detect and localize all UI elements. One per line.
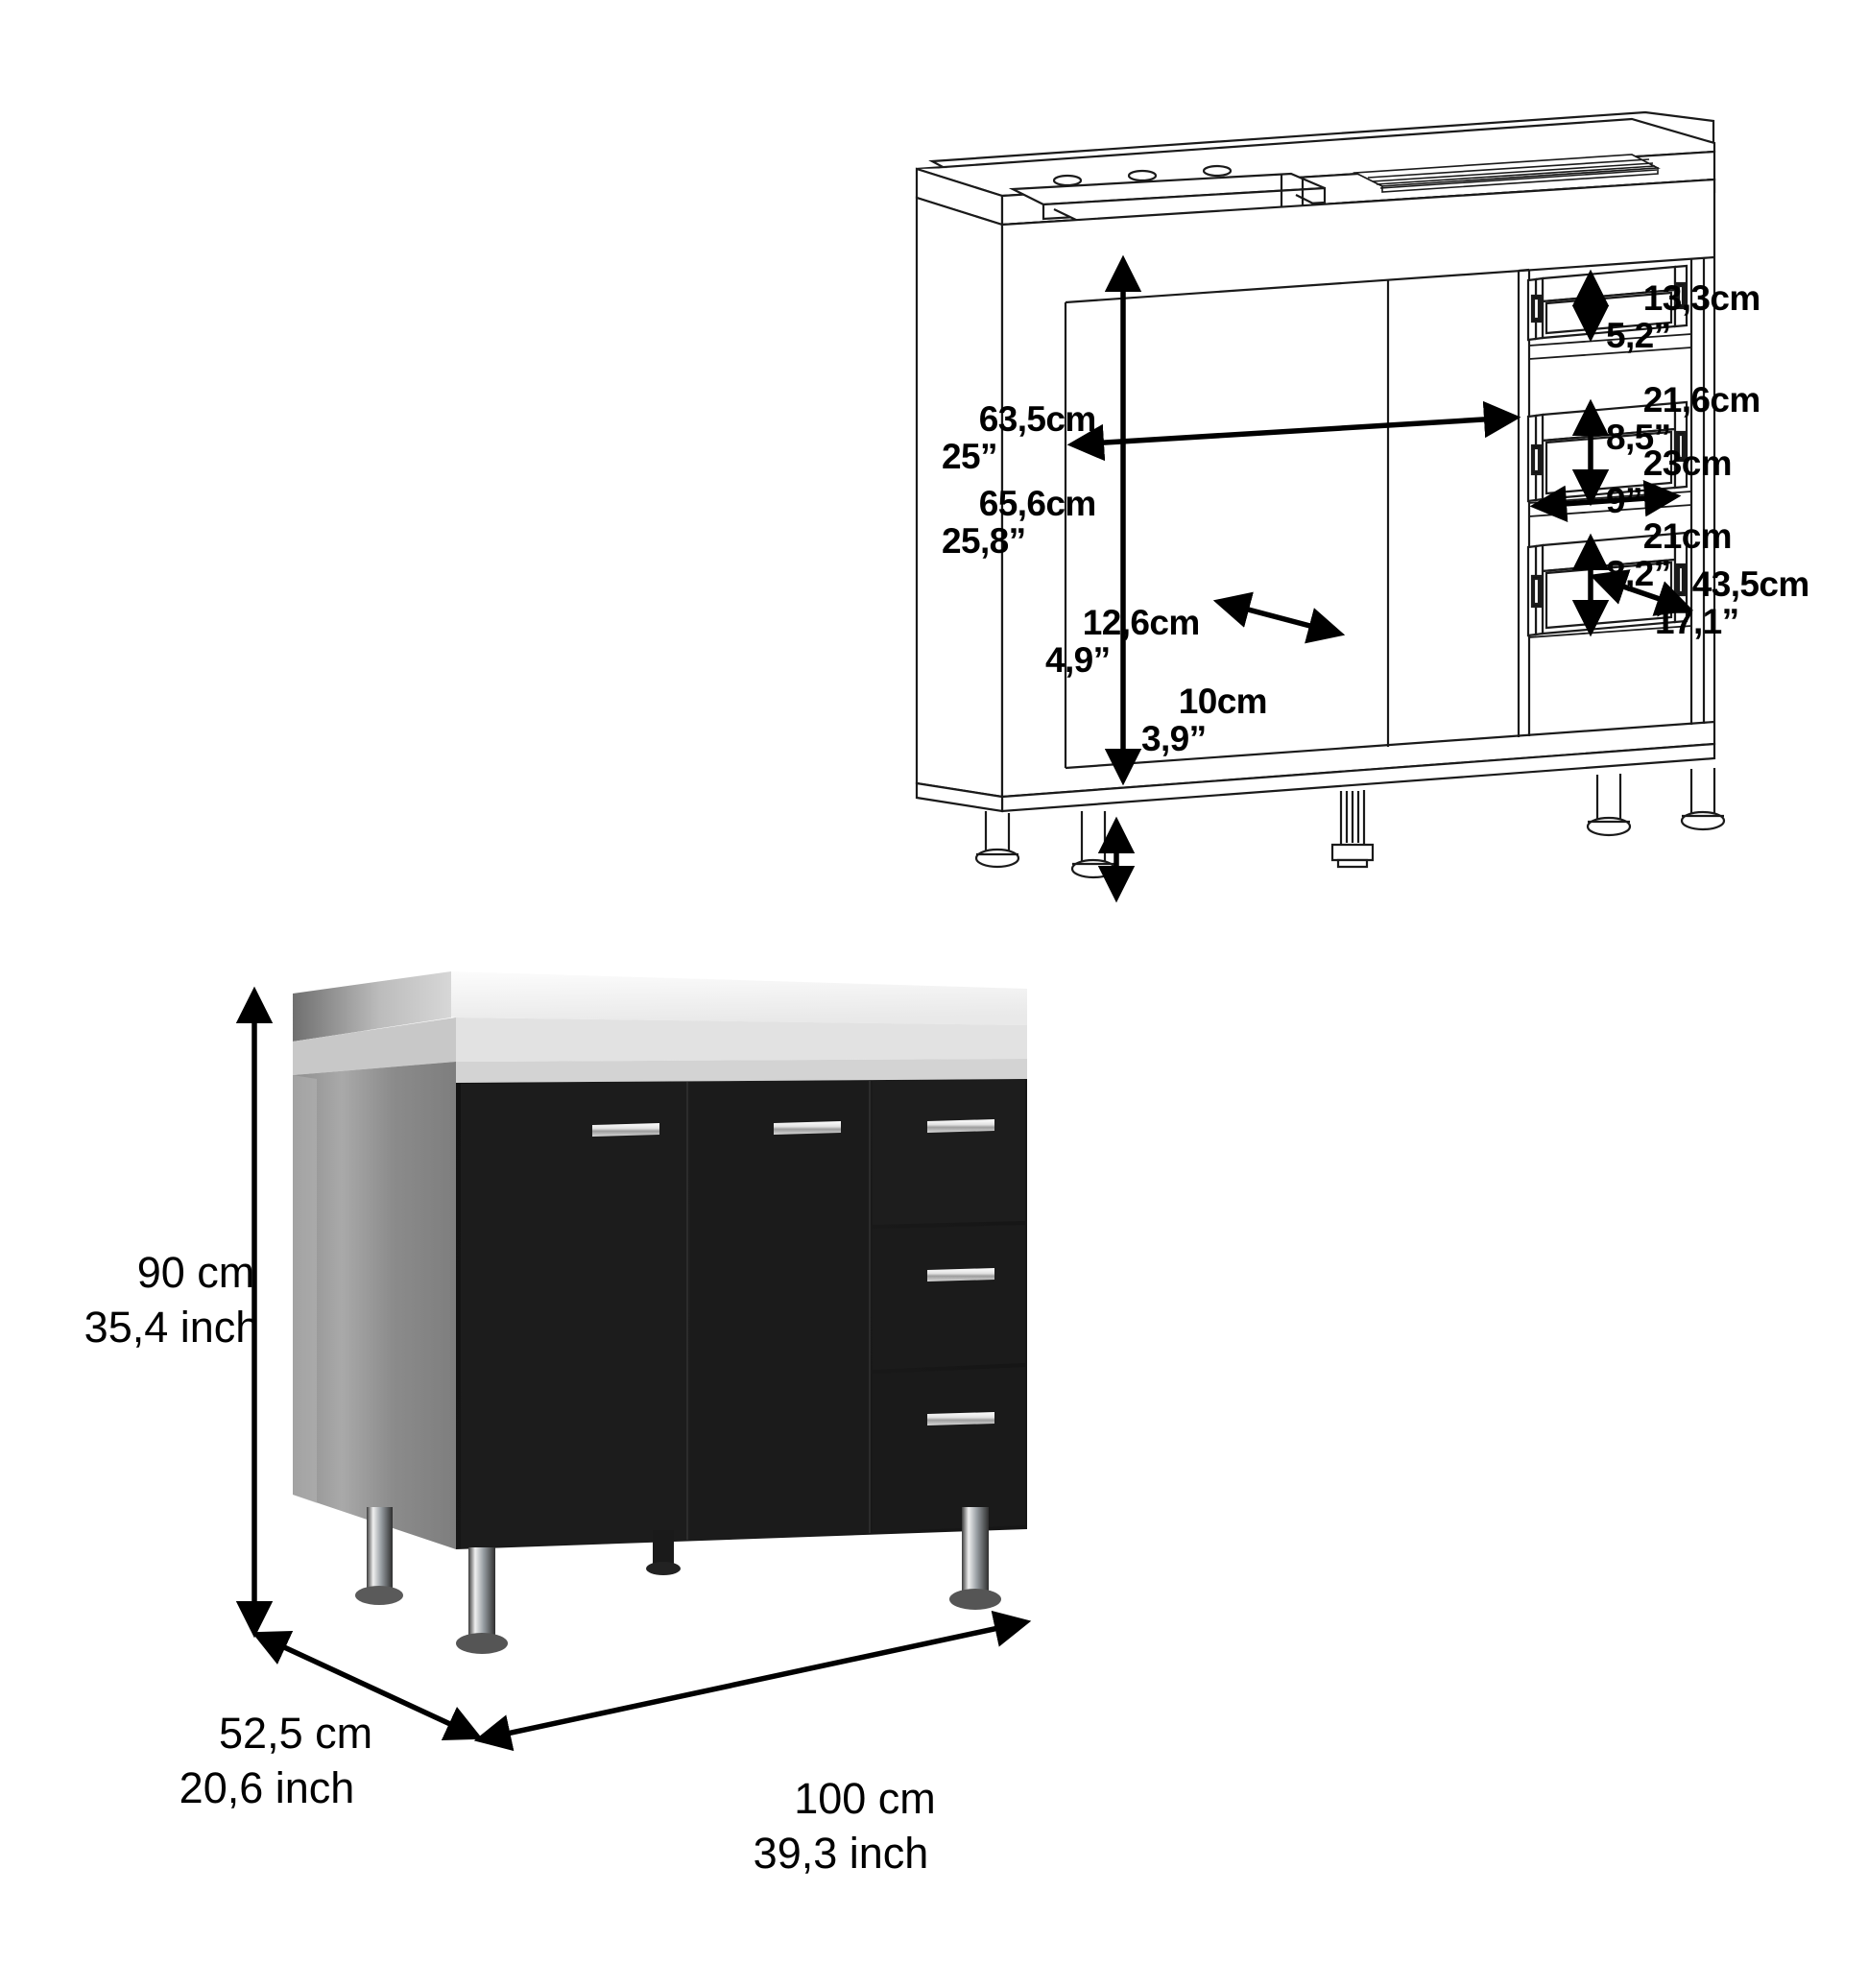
render-drawer-bottom: [873, 1367, 1025, 1532]
leg-right: [962, 1507, 989, 1595]
leg-mid: [653, 1530, 674, 1567]
render-drawer-middle: [873, 1225, 1025, 1370]
handle-drawer-bottom: [927, 1412, 994, 1425]
drainboard: [1353, 154, 1661, 193]
leg-front-left: [468, 1547, 495, 1640]
handle-door-right: [774, 1121, 841, 1135]
dimension-arrows-technical: [1066, 254, 1694, 903]
leg-back-left: [367, 1507, 393, 1592]
render-side-panel: [293, 1062, 456, 1549]
handle-door-left: [592, 1123, 659, 1137]
product-render-svg: [235, 971, 1032, 1752]
dimension-arrows-render: [235, 986, 1032, 1752]
render-door-left: [461, 1082, 688, 1548]
sink-basin: [1008, 172, 1327, 232]
render-door-right: [690, 1081, 871, 1540]
handle-drawer-middle: [927, 1268, 994, 1281]
handle-drawer-top: [927, 1119, 994, 1133]
faucet-holes: [1052, 164, 1233, 187]
render-drawer-top: [873, 1080, 1025, 1225]
render-countertop: [293, 971, 1027, 1083]
technical-drawing-svg: [915, 110, 1726, 903]
